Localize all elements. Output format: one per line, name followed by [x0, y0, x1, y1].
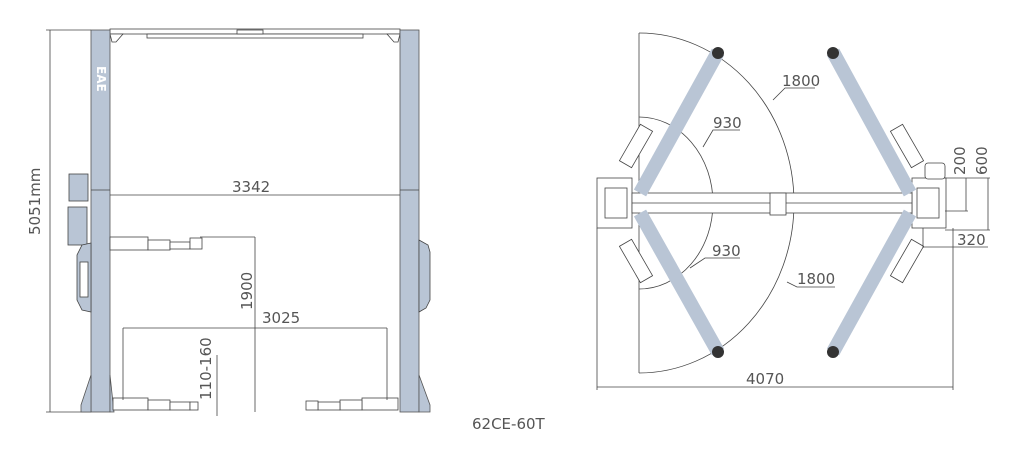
leader-1800-bottom [786, 281, 835, 288]
lift-pad-bottom-left [712, 346, 724, 358]
beam-bracket-right [386, 33, 401, 43]
right-carriage [916, 187, 940, 219]
center-beam-joint [769, 192, 787, 216]
beam-bracket-left [109, 33, 124, 43]
lift-pad-top-right [827, 47, 839, 59]
upper-arm-inner [169, 241, 191, 250]
lift-pad-top-left [712, 47, 724, 59]
arm-top-left [633, 48, 725, 197]
lower-right-arm [361, 397, 399, 411]
upper-lift-pad [189, 237, 203, 250]
lower-right-arm-mid [339, 399, 363, 411]
top-view: 1800 930 930 1800 4070 200 600 320 [596, 32, 991, 390]
upper-arm-mid [147, 239, 171, 251]
lower-right-arm-inner [317, 401, 341, 411]
width-label: 3342 [232, 178, 270, 196]
drive-through-label: 3025 [262, 309, 300, 327]
model-label: 62CE-60T [472, 415, 546, 433]
overall-width-label: 4070 [746, 370, 784, 388]
left-column [90, 29, 111, 413]
arm-bottom-left [633, 209, 725, 356]
motor [68, 173, 89, 202]
lower-left-pad [189, 401, 199, 411]
lift-height-label: 1900 [238, 272, 256, 310]
upper-arm-outer [109, 236, 149, 251]
inner-radius-label-bottom: 930 [712, 242, 741, 260]
beam-plate [236, 29, 264, 35]
overhead-bar [146, 33, 364, 39]
outer-radius-label-top: 1800 [782, 72, 820, 90]
outer-radius-label-bottom: 1800 [797, 270, 835, 288]
lower-left-arm [112, 397, 149, 411]
front-view: 5051mm EAE 3 [26, 28, 431, 416]
arm-guard-bottom-left [618, 238, 654, 284]
right-column [399, 29, 420, 413]
pad-height-label: 110-160 [197, 337, 215, 400]
right-column-base [418, 374, 431, 413]
brand-logo: EAE [94, 66, 108, 92]
arm-guard-bottom-right [889, 238, 925, 284]
overall-height-label: 5051mm [26, 168, 44, 235]
lower-right-pad [305, 400, 319, 411]
right-column-cover [418, 239, 431, 313]
left-column-base [80, 374, 92, 413]
swing-arms [633, 48, 917, 356]
control-buttons [79, 261, 89, 298]
lift-pad-bottom-right [827, 346, 839, 358]
offset-600-label: 600 [973, 146, 991, 175]
arm-guard-top-left [618, 123, 654, 169]
arm-top-right [826, 48, 917, 197]
offset-200-label: 200 [951, 146, 969, 175]
arm-bottom-right [826, 209, 917, 356]
pump-unit [67, 206, 88, 246]
leader-1800-top [772, 87, 815, 101]
leader-930-bottom [689, 257, 740, 269]
inner-radius-label-top: 930 [713, 114, 742, 132]
motor-top [924, 162, 946, 180]
depth-label: 320 [957, 231, 986, 249]
leader-930-top [702, 129, 740, 148]
left-carriage [604, 187, 628, 219]
lower-left-arm-inner [169, 401, 191, 411]
lower-left-arm-mid [147, 399, 171, 411]
arm-guard-top-right [889, 123, 925, 169]
